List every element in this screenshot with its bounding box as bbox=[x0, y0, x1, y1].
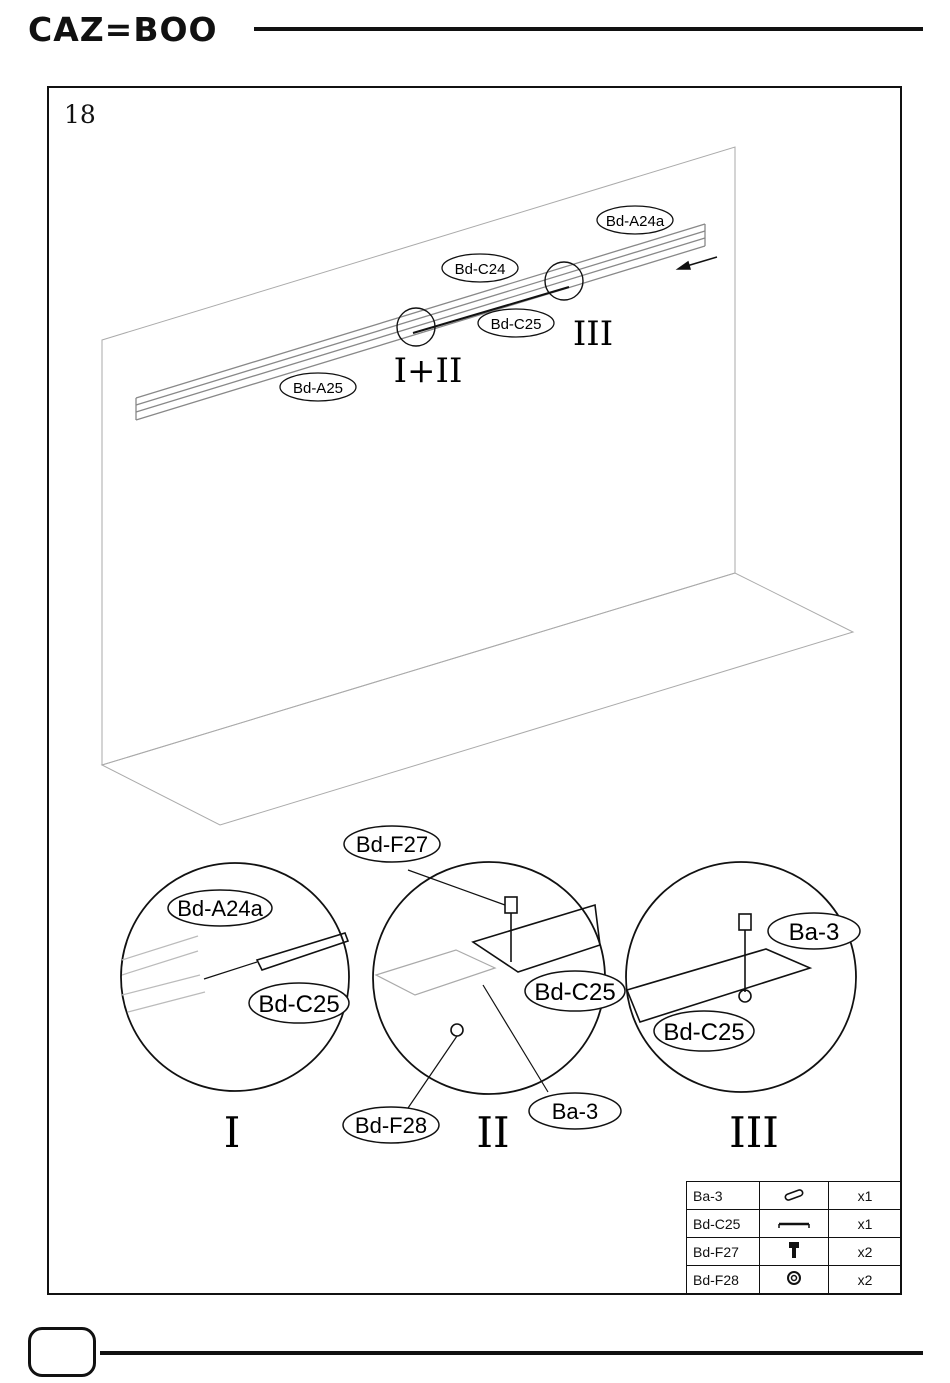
callout-c25: Bd-C25 bbox=[478, 309, 554, 337]
parts-row: Ba-3 x1 bbox=[687, 1182, 902, 1210]
footer-rule bbox=[100, 1351, 923, 1355]
part-qty: x2 bbox=[829, 1238, 902, 1266]
callout-d3-c25: Bd-C25 bbox=[654, 1011, 754, 1051]
parts-table: Ba-3 x1 Bd-C25 x1 Bd-F27 x2 Bd-F28 x2 bbox=[686, 1181, 902, 1294]
screw-icon bbox=[760, 1238, 829, 1266]
callout-d1-a24a: Bd-A24a bbox=[168, 890, 272, 926]
parts-row: Bd-F28 x2 bbox=[687, 1266, 902, 1294]
callout-d1-c25: Bd-C25 bbox=[249, 983, 349, 1023]
callout-d2-ba3: Ba-3 bbox=[529, 1093, 621, 1129]
callout-d3-ba3-text: Ba-3 bbox=[789, 919, 840, 946]
part-code: Bd-F27 bbox=[687, 1238, 760, 1266]
part-code: Ba-3 bbox=[687, 1182, 760, 1210]
part-qty: x2 bbox=[829, 1266, 902, 1294]
plate-icon bbox=[760, 1182, 829, 1210]
callout-d2-ba3-text: Ba-3 bbox=[552, 1099, 598, 1124]
callout-a25-text: Bd-A25 bbox=[293, 380, 343, 397]
callout-f27: Bd-F27 bbox=[344, 826, 440, 862]
callout-d1-c25-text: Bd-C25 bbox=[258, 991, 339, 1018]
callout-d2-f28-text: Bd-F28 bbox=[355, 1113, 427, 1138]
callout-d1-a24a-text: Bd-A24a bbox=[177, 896, 263, 921]
callout-f27-text: Bd-F27 bbox=[356, 832, 428, 857]
roman-3: III bbox=[729, 1108, 779, 1157]
parts-row: Bd-F27 x2 bbox=[687, 1238, 902, 1266]
detail-3 bbox=[626, 862, 856, 1092]
callout-c24: Bd-C24 bbox=[442, 254, 518, 282]
page-footer bbox=[28, 1327, 923, 1379]
nut-icon bbox=[760, 1266, 829, 1294]
callout-c25-text: Bd-C25 bbox=[491, 316, 542, 333]
part-qty: x1 bbox=[829, 1182, 902, 1210]
rail-connector-icon bbox=[760, 1210, 829, 1238]
callout-a24a-text: Bd-A24a bbox=[606, 213, 665, 230]
callout-d3-ba3: Ba-3 bbox=[768, 913, 860, 949]
callout-d3-c25-text: Bd-C25 bbox=[663, 1019, 744, 1046]
parts-row: Bd-C25 x1 bbox=[687, 1210, 902, 1238]
wall-panel bbox=[102, 147, 853, 825]
callout-a25: Bd-A25 bbox=[280, 373, 356, 401]
roman-2: II bbox=[476, 1108, 509, 1157]
main-roman-1-2: I+II bbox=[394, 351, 463, 391]
page-number-box bbox=[28, 1327, 96, 1377]
roman-1: I bbox=[224, 1108, 241, 1157]
callout-c24-text: Bd-C24 bbox=[455, 261, 506, 278]
callout-d2-c25: Bd-C25 bbox=[525, 971, 625, 1011]
part-code: Bd-C25 bbox=[687, 1210, 760, 1238]
callout-d2-c25-text: Bd-C25 bbox=[534, 979, 615, 1006]
main-roman-3: III bbox=[573, 314, 613, 354]
direction-arrow bbox=[678, 257, 717, 269]
part-qty: x1 bbox=[829, 1210, 902, 1238]
part-code: Bd-F28 bbox=[687, 1266, 760, 1294]
callout-a24a: Bd-A24a bbox=[597, 206, 673, 234]
callout-d2-f28: Bd-F28 bbox=[343, 1107, 439, 1143]
